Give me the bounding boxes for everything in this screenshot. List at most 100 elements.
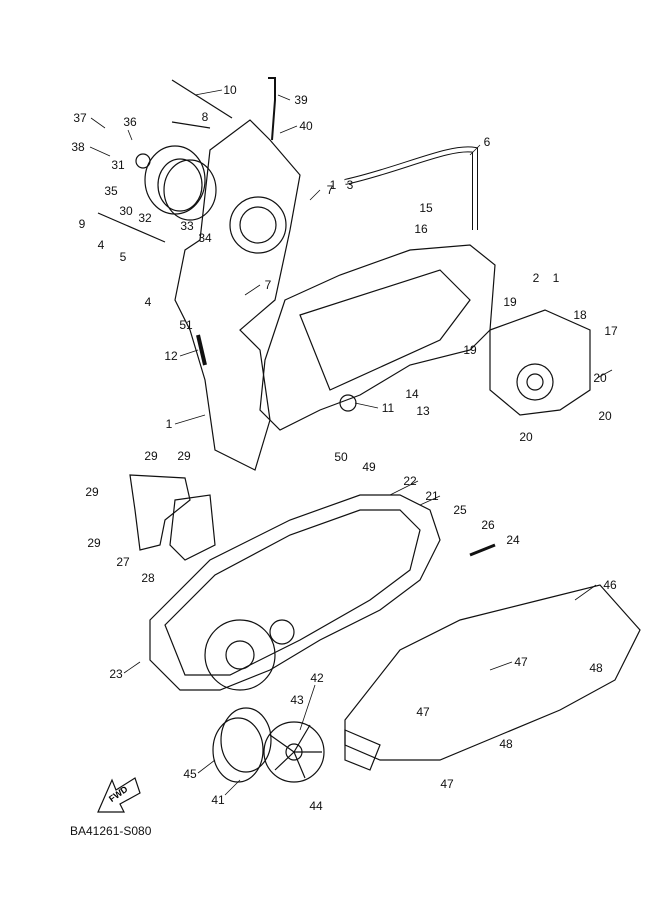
callout-37: 37 xyxy=(73,111,87,125)
right-crankcase-inner xyxy=(299,269,471,391)
callout-5: 5 xyxy=(119,250,127,264)
fan-cover xyxy=(212,717,264,783)
callout-17: 17 xyxy=(604,324,618,338)
callout-26: 26 xyxy=(481,518,495,532)
callout-43: 43 xyxy=(290,693,304,707)
cooling-fan-blades xyxy=(269,724,322,779)
callout-9: 9 xyxy=(78,217,86,231)
callout-44: 44 xyxy=(309,799,323,813)
callout-14: 14 xyxy=(405,387,419,401)
callout-19: 19 xyxy=(463,343,477,357)
gasket-28 xyxy=(169,494,216,561)
callout-24: 24 xyxy=(506,533,520,547)
callout-1: 1 xyxy=(552,271,560,285)
callout-42: 42 xyxy=(310,671,324,685)
fwd-arrow xyxy=(97,777,141,813)
bolt-24 xyxy=(469,543,496,557)
callout-31: 31 xyxy=(111,158,125,172)
dowel-12 xyxy=(196,334,207,366)
callout-19: 19 xyxy=(503,295,517,309)
callout-47: 47 xyxy=(416,705,430,719)
callout-22: 22 xyxy=(403,474,417,488)
callout-13: 13 xyxy=(416,404,430,418)
seal-housing xyxy=(144,145,206,215)
callout-47: 47 xyxy=(514,655,528,669)
cover-fan-opening xyxy=(204,619,276,691)
callout-18: 18 xyxy=(573,308,587,322)
gasket-27 xyxy=(129,474,191,551)
crankcase-bore-inner xyxy=(239,206,277,244)
o-ring xyxy=(163,159,217,221)
callout-39: 39 xyxy=(294,93,308,107)
callout-23: 23 xyxy=(109,667,123,681)
diagram-code: BA41261-S080 xyxy=(70,824,152,838)
crankcase-bore xyxy=(229,196,287,254)
callout-29: 29 xyxy=(177,449,191,463)
callout-49: 49 xyxy=(362,460,376,474)
callout-7: 7 xyxy=(264,278,272,292)
callout-29: 29 xyxy=(144,449,158,463)
left-crankcase xyxy=(174,119,301,471)
oil-seal-11 xyxy=(339,394,357,412)
callout-48: 48 xyxy=(589,661,603,675)
callout-7: 7 xyxy=(326,183,334,197)
callout-28: 28 xyxy=(141,571,155,585)
bolt-9 xyxy=(97,212,166,243)
callout-30: 30 xyxy=(119,204,133,218)
callout-47: 47 xyxy=(440,777,454,791)
cover-hub xyxy=(225,640,255,670)
callout-25: 25 xyxy=(453,503,467,517)
callout-32: 32 xyxy=(138,211,152,225)
callout-21: 21 xyxy=(425,489,439,503)
callout-11: 11 xyxy=(381,401,395,415)
callout-3: 3 xyxy=(346,178,354,192)
oil-seal xyxy=(135,153,151,169)
callout-29: 29 xyxy=(87,536,101,550)
callout-35: 35 xyxy=(104,184,118,198)
callout-50: 50 xyxy=(334,450,348,464)
callout-15: 15 xyxy=(419,201,433,215)
bolt-8 xyxy=(171,121,211,129)
callout-6: 6 xyxy=(483,135,491,149)
seal-housing-inner xyxy=(157,158,203,212)
transmission-cover xyxy=(489,309,591,416)
cooling-fan xyxy=(263,721,325,783)
right-crankcase xyxy=(259,244,496,431)
callout-33: 33 xyxy=(180,219,194,233)
bolt-10 xyxy=(171,79,233,119)
callout-8: 8 xyxy=(201,110,209,124)
transmission-cover-boss xyxy=(516,363,554,401)
callout-12: 12 xyxy=(164,349,178,363)
callout-46: 46 xyxy=(603,578,617,592)
breather-hose-inner xyxy=(344,147,477,230)
callout-29: 29 xyxy=(85,485,99,499)
callout-16: 16 xyxy=(414,222,428,236)
callout-10: 10 xyxy=(223,83,237,97)
cover-boss xyxy=(269,619,295,645)
callout-1: 1 xyxy=(165,417,173,431)
callout-20: 20 xyxy=(519,430,533,444)
callout-38: 38 xyxy=(71,140,85,154)
callout-20: 20 xyxy=(593,371,607,385)
callout-27: 27 xyxy=(116,555,130,569)
callout-45: 45 xyxy=(183,767,197,781)
callout-48: 48 xyxy=(499,737,513,751)
callout-4: 4 xyxy=(144,295,152,309)
air-duct-cover xyxy=(344,584,641,761)
leader-lines xyxy=(89,89,613,796)
callout-36: 36 xyxy=(123,115,137,129)
transmission-cover-hole xyxy=(526,373,544,391)
callout-40: 40 xyxy=(299,119,313,133)
callout-20: 20 xyxy=(598,409,612,423)
fan-cover-rim xyxy=(220,707,272,773)
callout-4: 4 xyxy=(97,238,105,252)
callout-41: 41 xyxy=(211,793,225,807)
callout-1: 1 xyxy=(329,178,337,192)
callout-2: 2 xyxy=(532,271,540,285)
callout-51: 51 xyxy=(179,318,193,332)
air-duct-inlet xyxy=(344,729,381,771)
crankcase-cover xyxy=(149,494,441,691)
callout-34: 34 xyxy=(198,231,212,245)
